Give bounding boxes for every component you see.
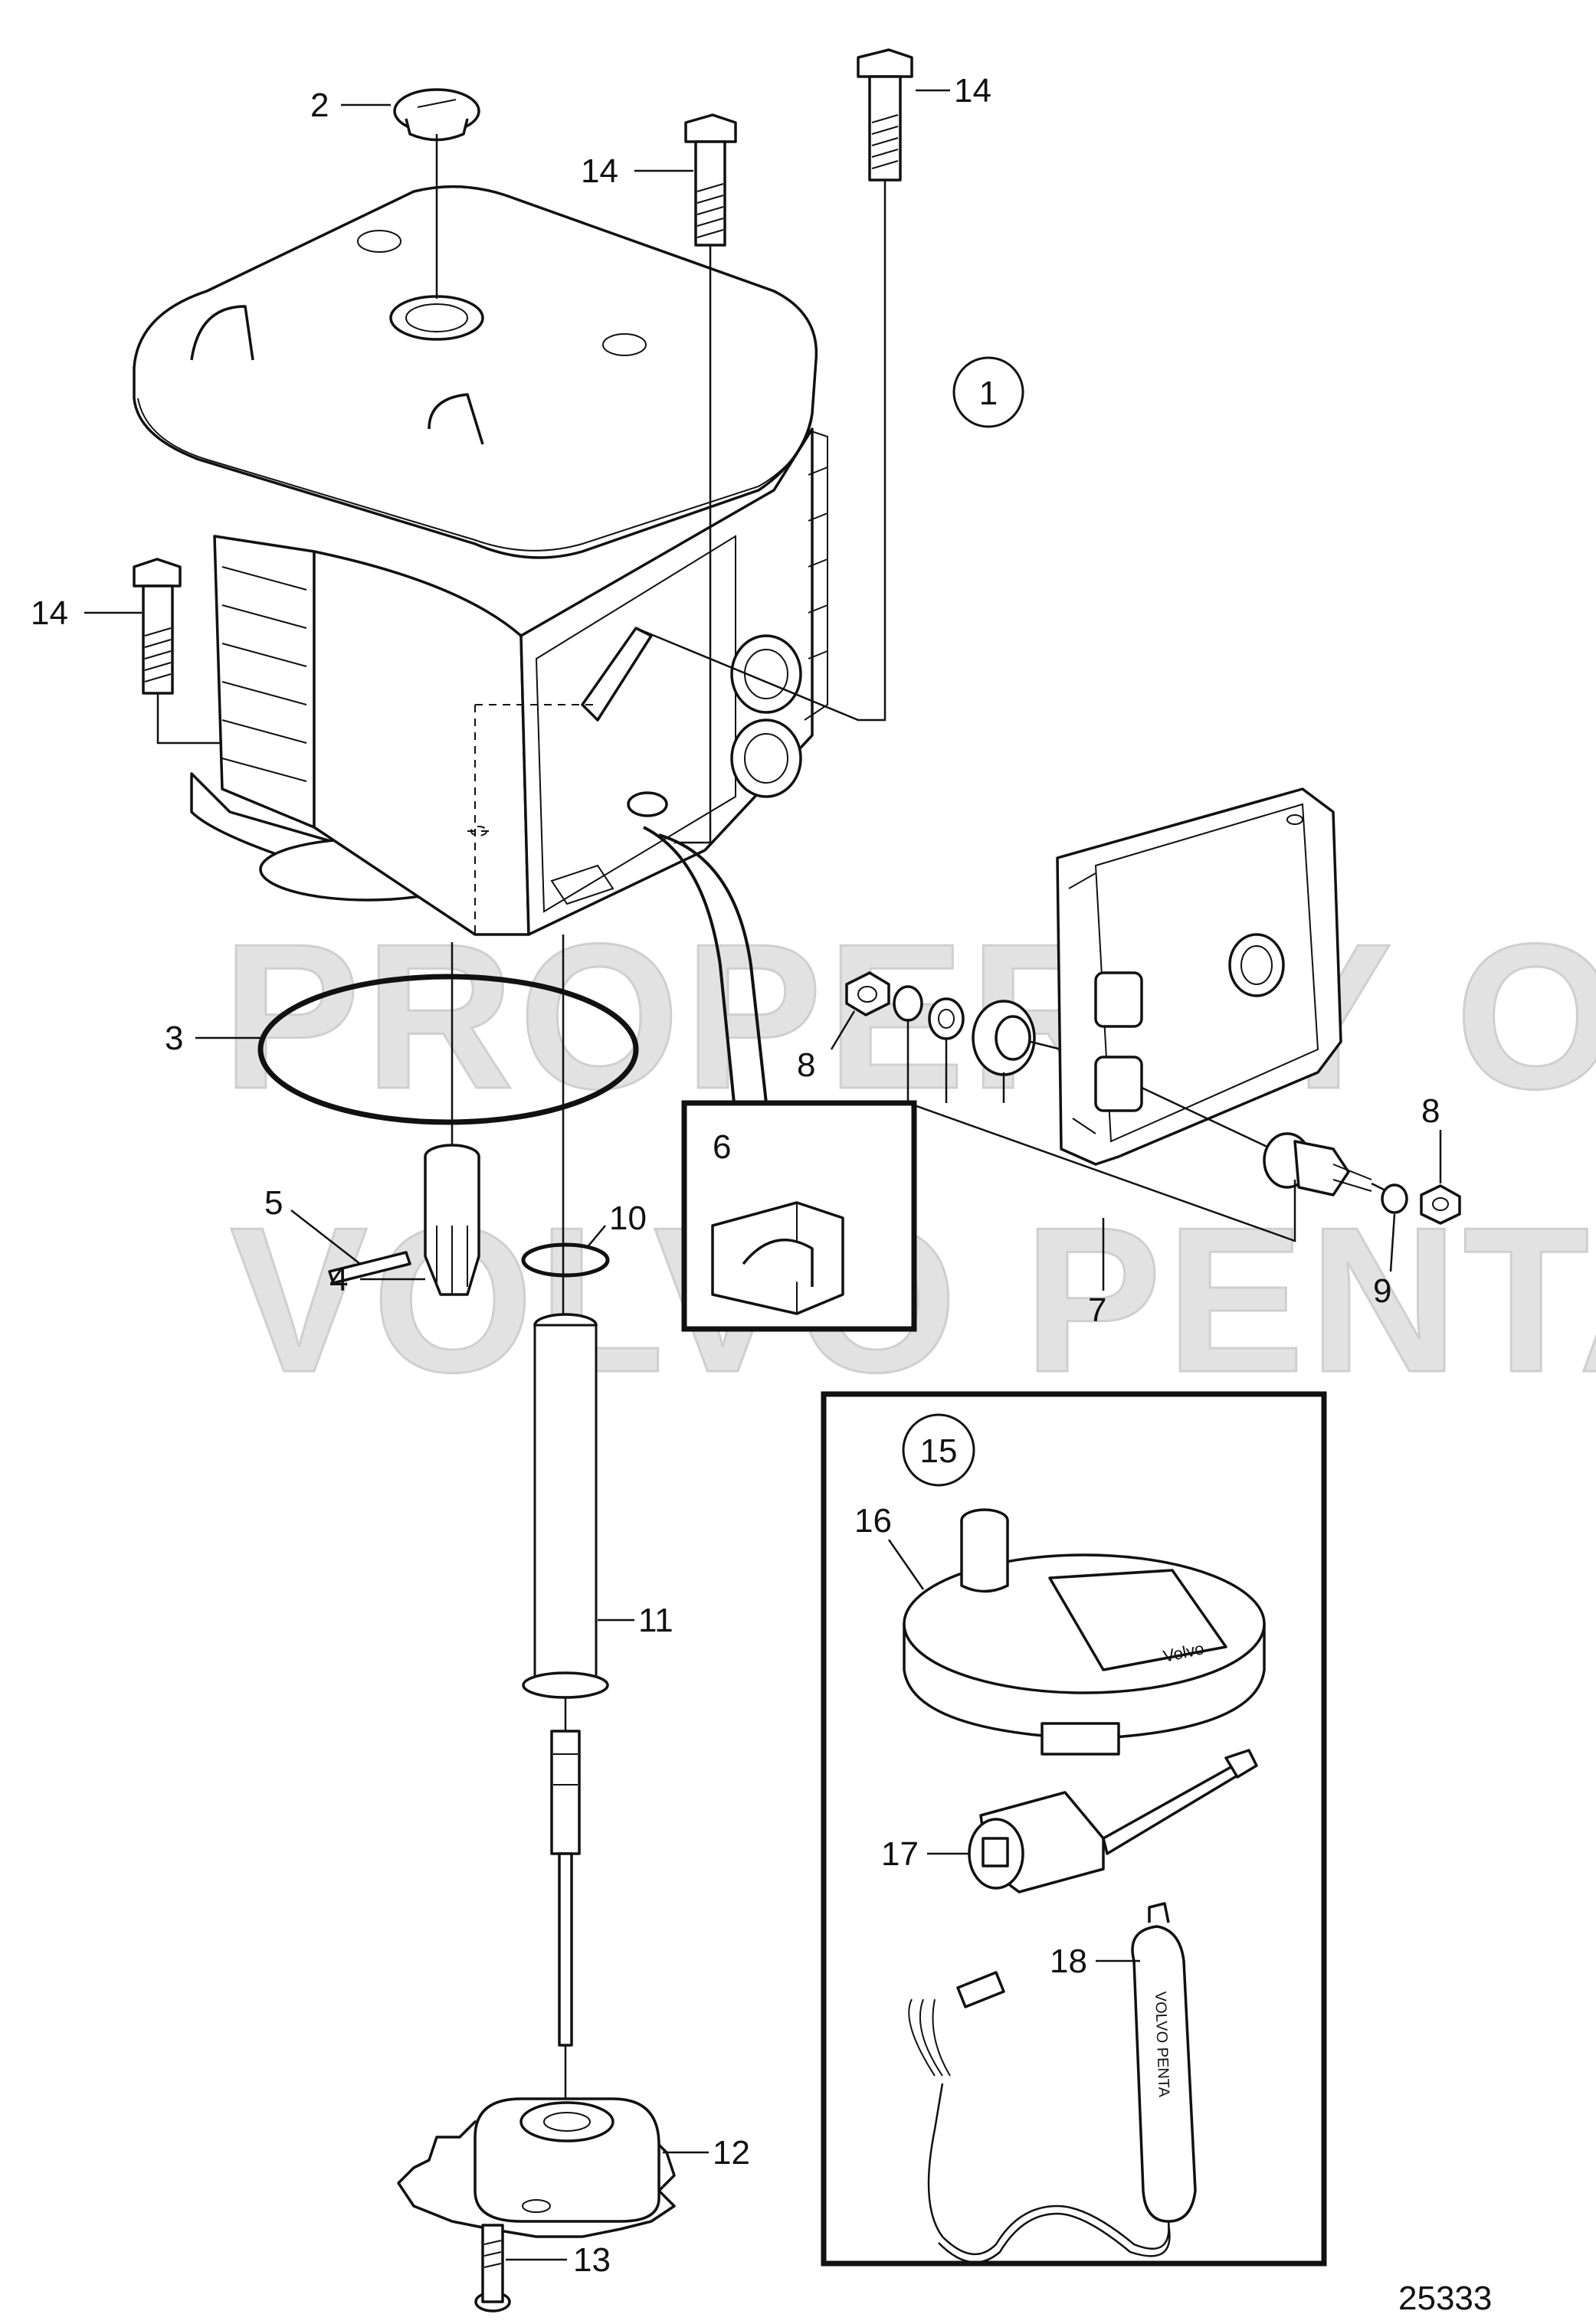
bolt-14-top-middle: [674, 113, 737, 844]
position-sensor-12: [397, 1730, 676, 2238]
label-10: 10: [585, 1200, 647, 1249]
label-6: 6: [713, 1128, 731, 1166]
bushing-assembly-7: [1141, 1086, 1388, 1196]
label-17: 17: [881, 1835, 969, 1873]
svg-text:14: 14: [31, 594, 68, 632]
label-13: 13: [506, 2241, 611, 2279]
svg-text:17: 17: [881, 1835, 919, 1873]
svg-text:11: 11: [638, 1602, 673, 1639]
svg-text:15: 15: [920, 1432, 958, 1470]
label-14-left: 14: [31, 594, 142, 632]
svg-text:2: 2: [310, 87, 329, 124]
label-4: 4: [329, 1261, 425, 1298]
svg-text:9: 9: [1373, 1272, 1391, 1310]
cooling-fins: [221, 566, 307, 782]
control-unit-housing: [133, 185, 828, 936]
screw-13: [474, 2224, 511, 2313]
svg-text:10: 10: [609, 1200, 647, 1237]
svg-text:6: 6: [713, 1128, 731, 1166]
label-8-right: 8: [1421, 1092, 1442, 1183]
bolt-14-left: [133, 558, 222, 745]
nut-8-left: [845, 971, 890, 1016]
nut-8-right: [1420, 1184, 1461, 1225]
svg-text:18: 18: [1050, 1943, 1087, 1980]
svg-text:13: 13: [573, 2241, 611, 2279]
label-5: 5: [264, 1184, 361, 1265]
diagnostic-cable-18: VOLVO PENTA: [908, 1902, 1197, 2263]
svg-text:1: 1: [979, 375, 998, 412]
svg-text:7: 7: [1088, 1291, 1106, 1329]
tool-plate-16: Volvo: [903, 1508, 1266, 1756]
label-3: 3: [165, 1020, 261, 1057]
plug-2: [393, 88, 480, 299]
svg-text:5: 5: [264, 1184, 283, 1222]
pin-5: [328, 1251, 411, 1285]
washer-9: [1381, 1183, 1408, 1214]
tube-11: [522, 935, 609, 1731]
svg-text:3: 3: [165, 1020, 183, 1057]
label-7: 7: [1088, 1218, 1106, 1329]
leader-7-bracket: [906, 1019, 1296, 1242]
label-11: 11: [598, 1602, 673, 1639]
bracket-6: [643, 826, 917, 1332]
bolt-14-top-right: [635, 48, 913, 722]
label-12: 12: [663, 2134, 750, 2172]
cable-brand-text: VOLVO PENTA: [1152, 1991, 1172, 2098]
o-ring-3: [257, 974, 639, 1125]
svg-text:12: 12: [713, 2134, 750, 2172]
socket-tool-17: [968, 1749, 1258, 1894]
svg-text:8: 8: [1421, 1092, 1440, 1130]
grommet-7: [972, 1000, 1062, 1076]
callout-15: 15: [902, 1413, 975, 1487]
svg-text:16: 16: [854, 1502, 892, 1540]
label-14-top-right: 14: [916, 72, 991, 110]
label-18: 18: [1050, 1943, 1140, 1980]
o-ring-10: [521, 1242, 610, 1278]
label-16: 16: [854, 1502, 925, 1590]
svg-text:14: 14: [581, 152, 618, 190]
label-14-top-middle: 14: [581, 152, 693, 190]
svg-text:4: 4: [329, 1261, 348, 1298]
washer-7b: [928, 997, 965, 1040]
label-8-left: 8: [797, 1010, 856, 1084]
drawing-number: 25333: [1398, 2280, 1492, 2317]
cover-plate-7: [1056, 787, 1342, 1166]
callout-1: 1: [952, 356, 1024, 428]
svg-text:8: 8: [797, 1046, 815, 1084]
coupling-4: [424, 942, 480, 1296]
label-9: 9: [1373, 1213, 1396, 1310]
svg-text:14: 14: [954, 72, 991, 110]
label-2: 2: [310, 87, 391, 124]
washer-7a: [893, 985, 923, 1022]
